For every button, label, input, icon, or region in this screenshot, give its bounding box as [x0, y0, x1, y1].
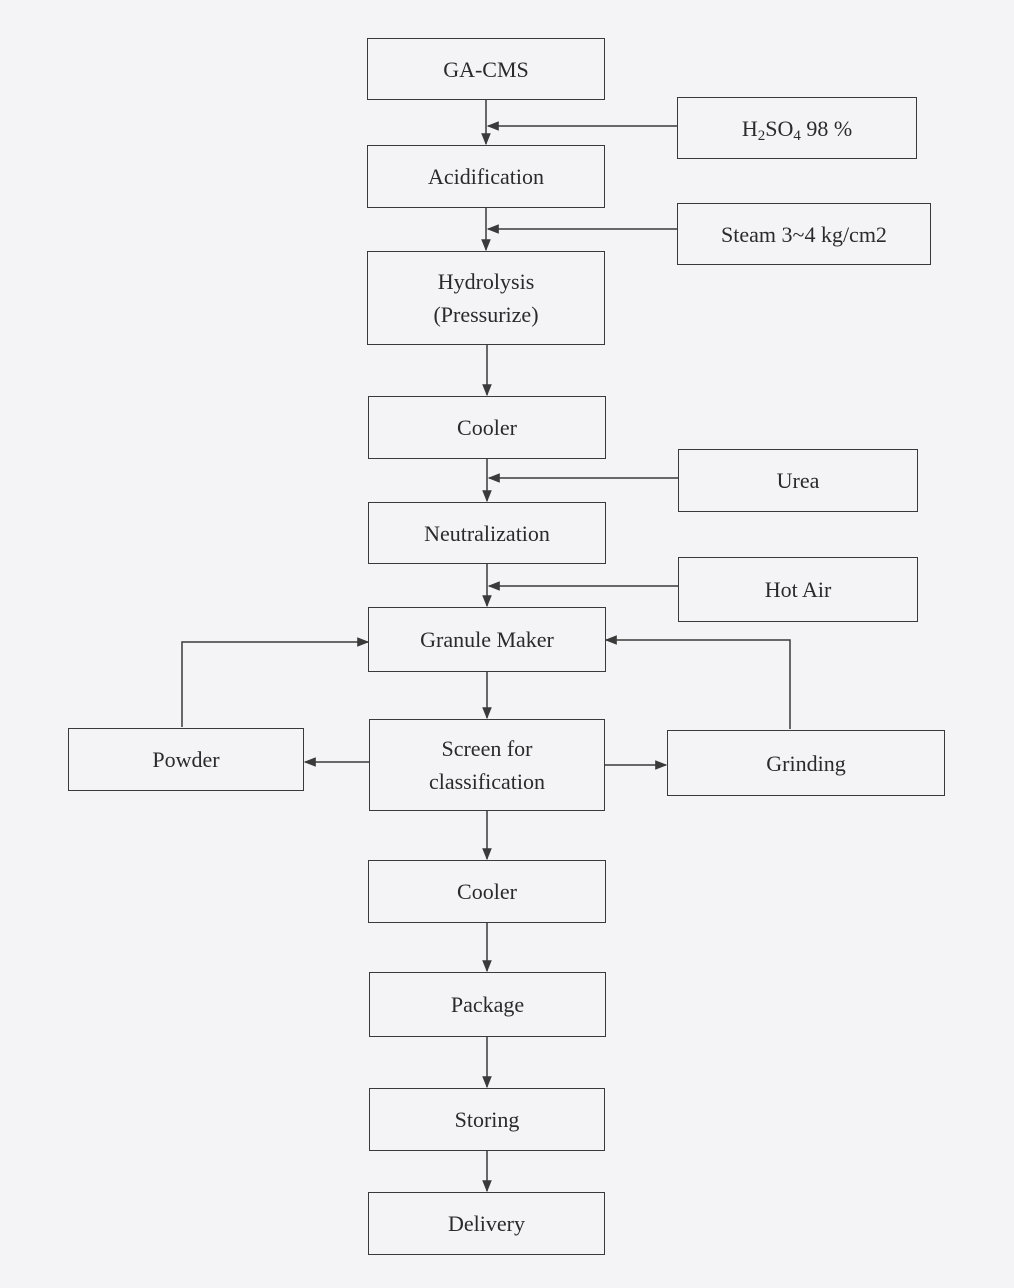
step-label: Cooler: [457, 879, 517, 904]
step-label: Package: [450, 992, 525, 1017]
input-sulfuric-acid: H2SO4 98 %: [677, 97, 917, 159]
input-steam: Steam 3~4 kg/cm2: [677, 203, 931, 265]
step-label: Storing: [454, 1107, 520, 1132]
step-label: Granule Maker: [420, 627, 554, 652]
input-label: Steam 3~4 kg/cm2: [721, 221, 887, 247]
step-label-line1: Hydrolysis: [437, 269, 535, 294]
input-urea: Urea: [678, 449, 918, 512]
step-acidification: Acidification: [367, 145, 605, 208]
step-label: Cooler: [457, 415, 517, 440]
step-hydrolysis: Hydrolysis (Pressurize): [367, 251, 605, 345]
step-label: GA-CMS: [443, 56, 529, 82]
step-cooler-2: Cooler: [368, 860, 606, 923]
step-cooler-1: Cooler: [368, 396, 606, 459]
step-label: Neutralization: [424, 520, 550, 546]
step-screen-classification: Screen for classification: [369, 719, 605, 811]
input-label: H2SO4 98 %: [741, 115, 853, 144]
arrow-powder-recycle: [181, 637, 370, 727]
side-grinding: Grinding: [667, 730, 945, 796]
step-label: Delivery: [448, 1211, 525, 1236]
side-label: Powder: [152, 747, 220, 772]
step-package: Package: [369, 972, 606, 1037]
input-label: Urea: [776, 468, 820, 493]
input-label: Hot Air: [764, 577, 832, 602]
step-storing: Storing: [369, 1088, 605, 1151]
side-powder: Powder: [68, 728, 304, 791]
step-label: Acidification: [427, 164, 545, 189]
step-label-line2: classification: [428, 769, 546, 794]
step-granule-maker: Granule Maker: [368, 607, 606, 672]
step-ga-cms: GA-CMS: [367, 38, 605, 100]
step-label-line1: Screen for: [441, 736, 533, 761]
step-label-line2: (Pressurize): [433, 302, 539, 327]
arrow-grinding-recycle: [604, 635, 791, 729]
step-neutralization: Neutralization: [368, 502, 606, 564]
side-label: Grinding: [766, 750, 846, 776]
input-hot-air: Hot Air: [678, 557, 918, 622]
step-delivery: Delivery: [368, 1192, 605, 1255]
